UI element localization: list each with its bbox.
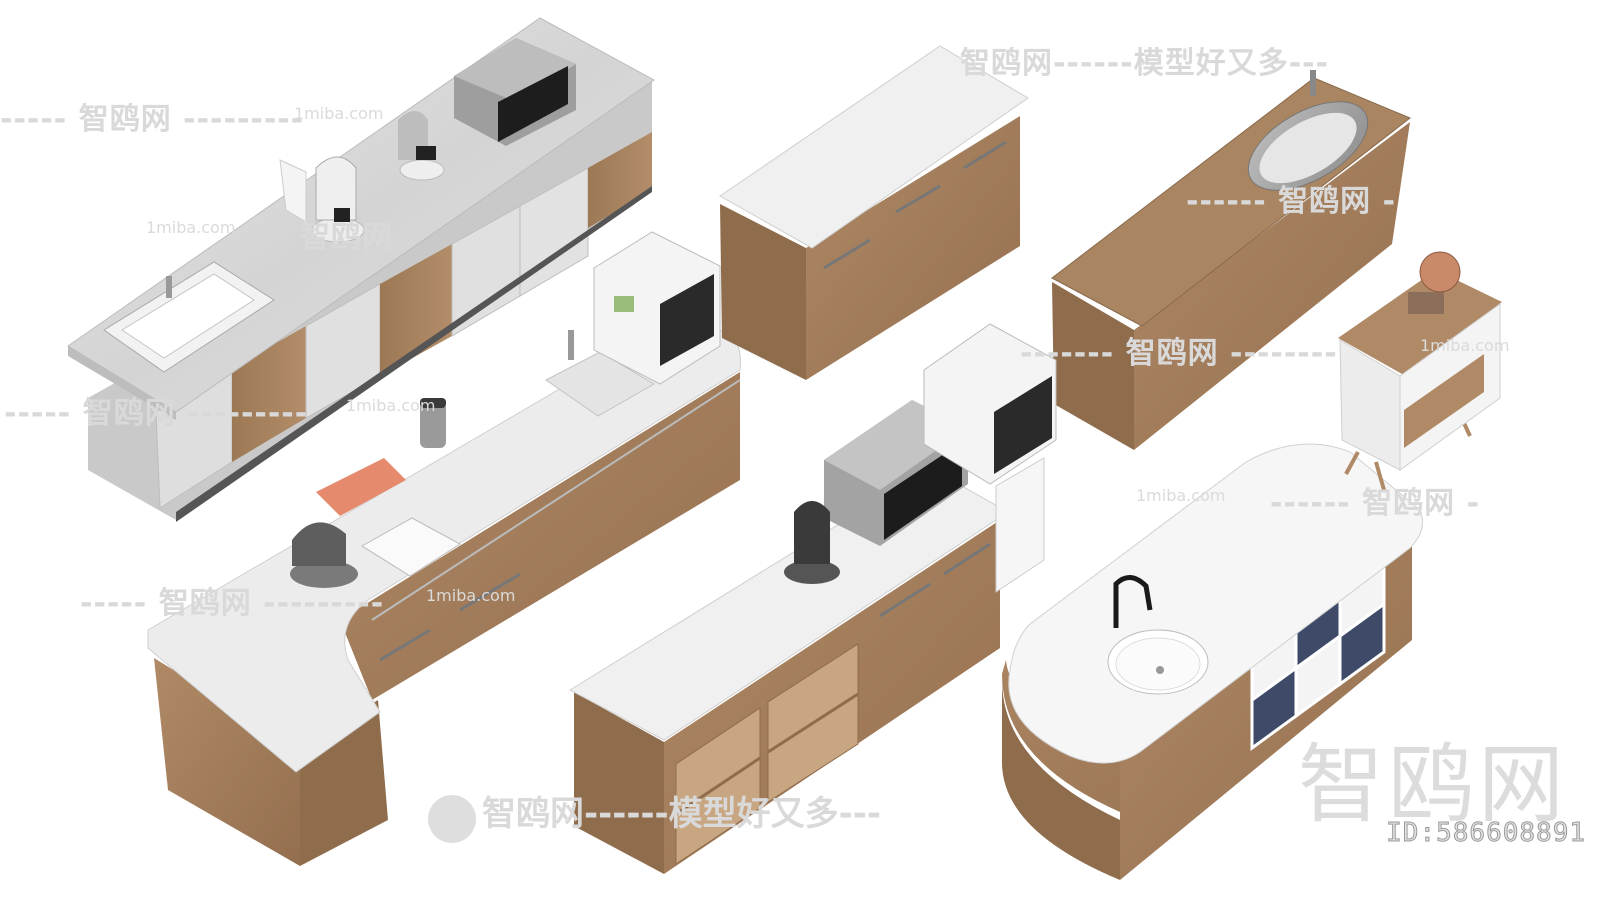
cabinet-door-wood <box>588 132 652 228</box>
faucet <box>568 330 574 360</box>
microwave-1 <box>454 38 576 146</box>
counter-side <box>574 692 664 874</box>
small-bin <box>420 398 446 448</box>
side-cab-top <box>1338 270 1502 374</box>
bottle-rack <box>316 458 406 516</box>
side-cab-drawer <box>1404 354 1484 448</box>
l-counter-front-left <box>154 658 300 866</box>
sink-cab-front <box>1134 122 1410 450</box>
decor-box <box>1408 292 1444 314</box>
marble-kitchen-counter <box>67 17 655 522</box>
cabinet-door <box>519 167 589 297</box>
sink-cab-side <box>1052 282 1134 450</box>
l-counter-sink <box>545 351 655 417</box>
decor-ball <box>1419 251 1461 293</box>
wooden-sink-cabinet <box>1051 70 1411 450</box>
countertop-edge <box>68 346 176 420</box>
faucet <box>1310 70 1316 96</box>
oval-island-body <box>1001 680 1120 880</box>
water-dispenser-1 <box>593 231 721 385</box>
cutting-board <box>361 517 461 577</box>
coffee-machine-l <box>290 522 358 588</box>
island-front-right <box>806 116 1020 380</box>
faucet <box>166 276 172 298</box>
plinth <box>176 186 652 522</box>
small-side-cabinet <box>1338 251 1502 491</box>
l-counter-front-right <box>340 372 740 700</box>
oval-island-top <box>1008 443 1423 764</box>
counter-with-open-shelves <box>568 323 1057 874</box>
island-top <box>719 45 1029 249</box>
watermark-logo-icon <box>428 795 476 843</box>
rect-sink-basin <box>121 273 255 359</box>
island-front-left <box>720 204 806 380</box>
wooden-island-cabinet <box>719 45 1029 380</box>
l-shaped-counter <box>147 231 742 866</box>
oval-island <box>1001 443 1423 880</box>
paper-towel <box>279 159 307 223</box>
water-dispenser-2 <box>923 323 1057 593</box>
watermark-id: ID:586608891 <box>1386 818 1586 849</box>
black-faucet <box>1113 575 1153 628</box>
coffee-maker-1 <box>398 111 445 181</box>
coffee-machine-2 <box>784 501 840 584</box>
coffee-maker-2 <box>311 156 365 243</box>
